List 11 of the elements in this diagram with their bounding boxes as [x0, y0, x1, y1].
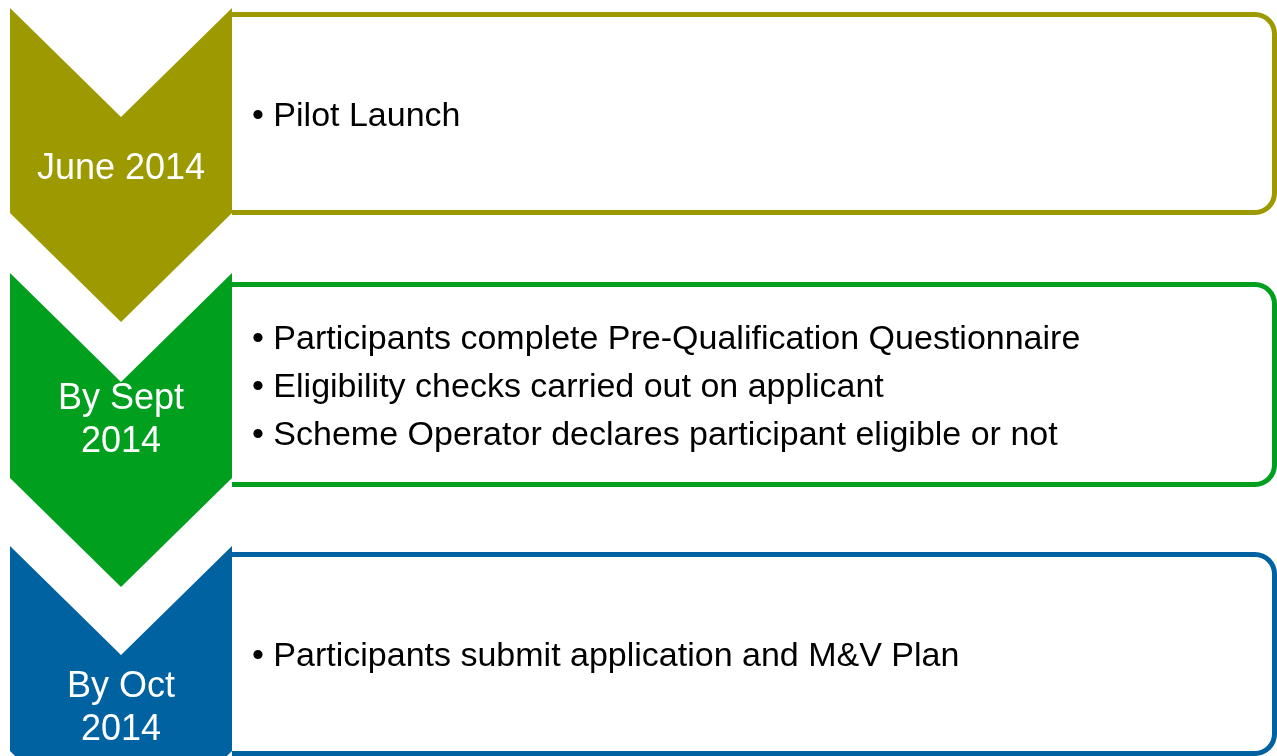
bullet-point: • Pilot Launch — [252, 93, 461, 135]
bullet-point: • Participants complete Pre-Qualification Questionnaire — [252, 316, 1081, 358]
bullet-point: • Eligibility checks carried out on applicant — [252, 364, 885, 406]
content-box — [232, 12, 1277, 215]
content-box — [232, 282, 1277, 487]
date-label: By Sept 2014 — [56, 375, 186, 461]
date-label: By Oct 2014 — [66, 663, 176, 749]
bullet-point: • Participants submit application and M&V Plan — [252, 634, 960, 675]
content-box — [232, 552, 1277, 756]
date-label: June 2014 — [35, 145, 207, 188]
bullet-point: • Scheme Operator declares participant eligible or not — [252, 412, 1059, 454]
